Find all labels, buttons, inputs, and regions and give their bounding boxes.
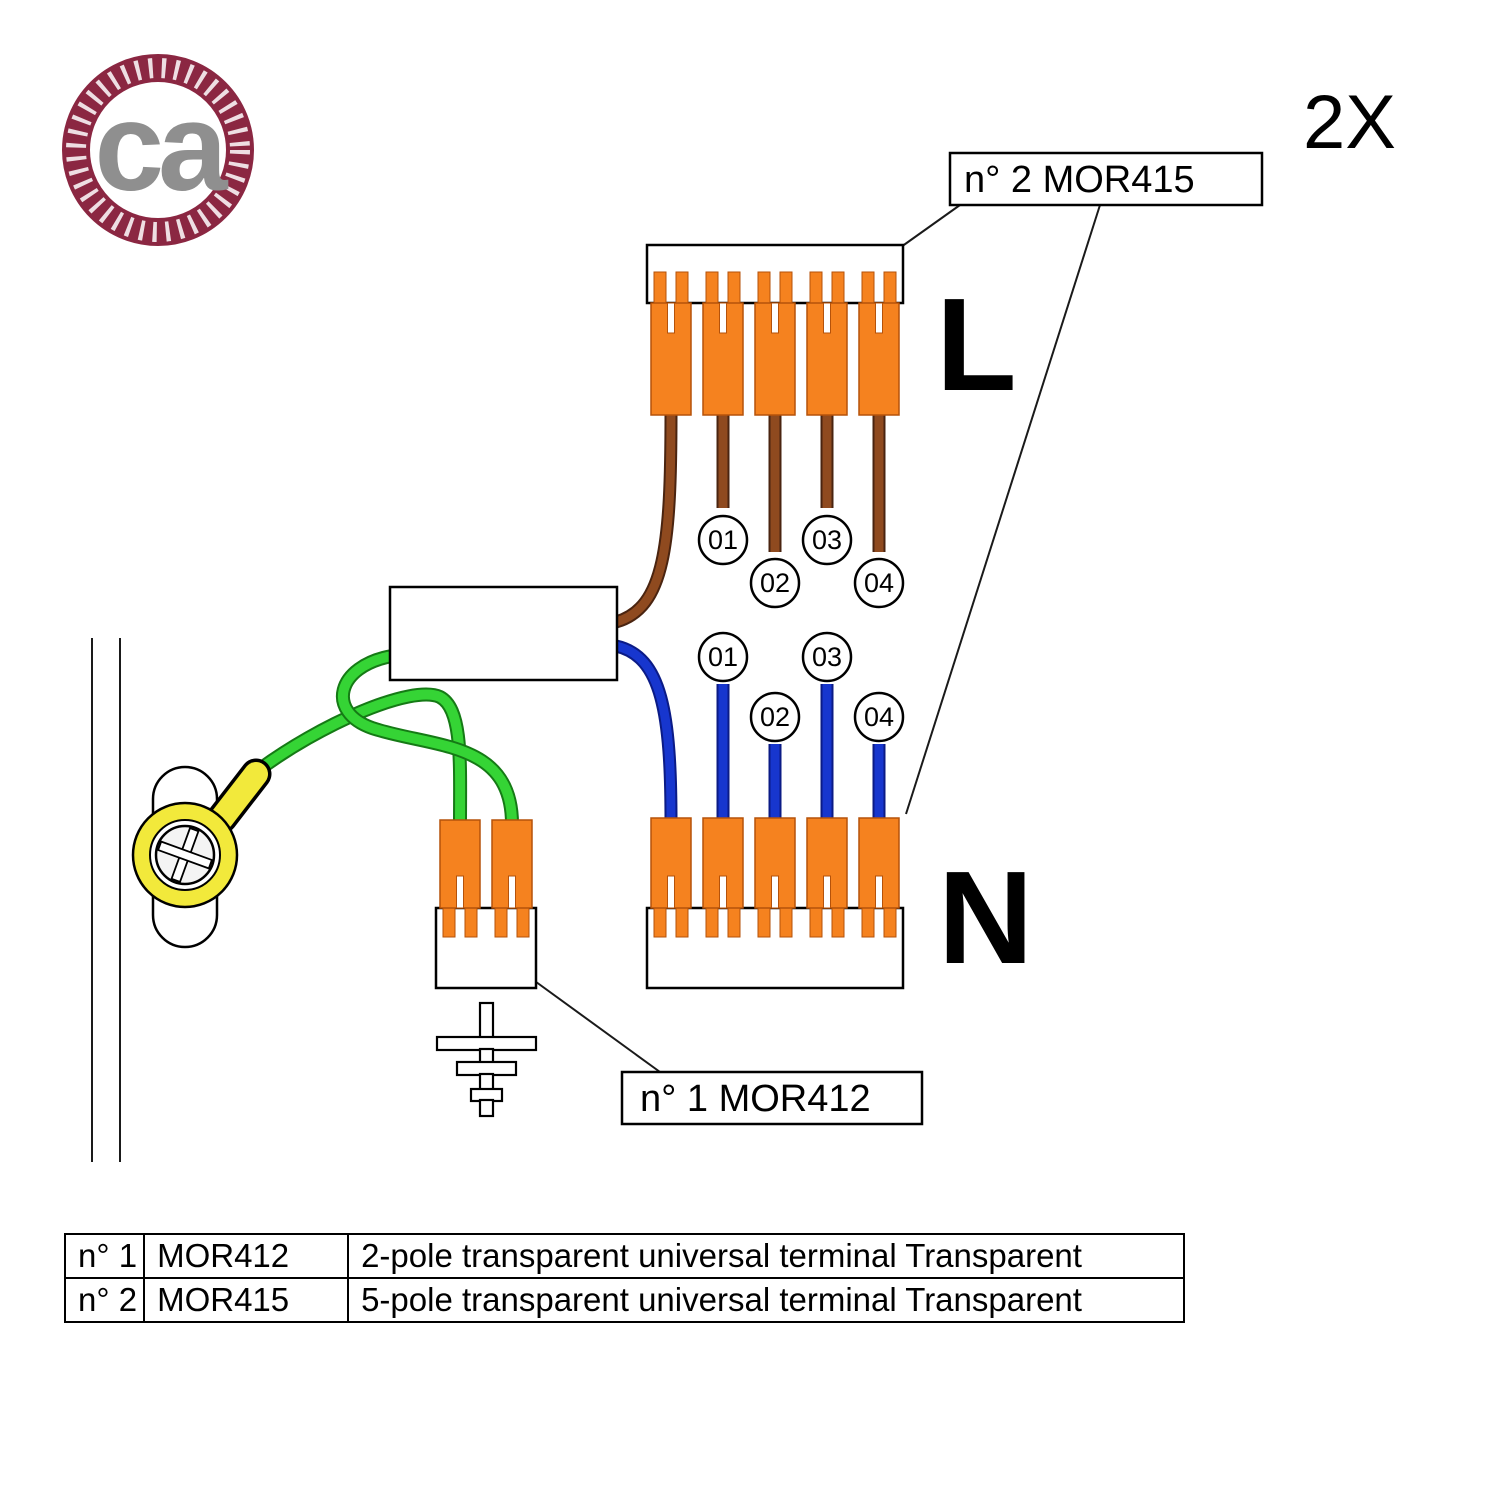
marker-label: 02 — [760, 568, 790, 598]
terminal-clamps — [650, 817, 900, 909]
phase-wires — [613, 411, 886, 629]
neutral-label: N — [938, 844, 1033, 991]
wire-marker: 04 — [853, 557, 905, 609]
phase-terminal-5pole — [645, 243, 905, 416]
terminal-body — [645, 906, 905, 990]
parts-table: n° 1 MOR412 2-pole transparent universal… — [63, 1233, 1186, 1323]
part-qty: n° 2 — [63, 1277, 146, 1323]
part-description: 5-pole transparent universal terminal Tr… — [347, 1277, 1186, 1323]
wire-marker: 04 — [853, 691, 905, 743]
marker-label: 04 — [864, 702, 894, 732]
terminal-clamps — [650, 302, 900, 416]
earth-terminal-2pole — [434, 819, 538, 990]
marker-label: 03 — [812, 642, 842, 672]
marker-label: 02 — [760, 702, 790, 732]
logo-text: ca — [94, 78, 229, 217]
blue-wire — [614, 641, 676, 823]
callout-label: n° 1 MOR412 — [640, 1078, 871, 1120]
marker-label: 04 — [864, 568, 894, 598]
green-wire — [253, 689, 466, 825]
wire-marker: 01 — [697, 514, 749, 566]
wall-lines — [91, 638, 121, 1162]
table-row: n° 2 MOR415 5-pole transparent universal… — [63, 1277, 1186, 1323]
part-qty: n° 1 — [63, 1233, 146, 1279]
part-code: MOR415 — [143, 1277, 350, 1323]
part-description: 2-pole transparent universal terminal Tr… — [347, 1233, 1186, 1279]
wire-marker: 02 — [749, 557, 801, 609]
wire-marker: 03 — [801, 514, 853, 566]
part-code: MOR412 — [143, 1233, 350, 1279]
callout-mor412: n° 1 MOR412 — [620, 1070, 924, 1126]
earth-symbol-icon — [435, 1001, 538, 1118]
ring-terminal — [131, 758, 272, 949]
terminal-clamps — [439, 819, 533, 909]
neutral-terminal-5pole — [645, 817, 905, 990]
table-row: n° 1 MOR412 2-pole transparent universal… — [63, 1233, 1186, 1279]
brown-wire — [614, 411, 676, 627]
marker-label: 03 — [812, 525, 842, 555]
terminal-body — [645, 243, 905, 305]
phase-label: L — [936, 271, 1017, 418]
marker-label: 01 — [708, 525, 738, 555]
callout-label: n° 2 MOR415 — [964, 159, 1195, 201]
wire-marker: 02 — [749, 691, 801, 743]
junction-box — [388, 585, 619, 682]
callout-mor415: n° 2 MOR415 — [948, 151, 1264, 207]
terminal-teeth — [442, 906, 530, 938]
wire-marker: 03 — [801, 631, 853, 683]
earth-wires — [251, 649, 519, 825]
marker-label: 01 — [708, 642, 738, 672]
crimp-sleeve — [210, 762, 268, 830]
neutral-wires — [614, 639, 886, 823]
wire-marker: 01 — [697, 631, 749, 683]
green-wire — [338, 651, 517, 825]
brand-logo: ca — [62, 54, 254, 246]
quantity-label: 2X — [1303, 80, 1396, 165]
phillips-cross-icon — [156, 826, 214, 884]
